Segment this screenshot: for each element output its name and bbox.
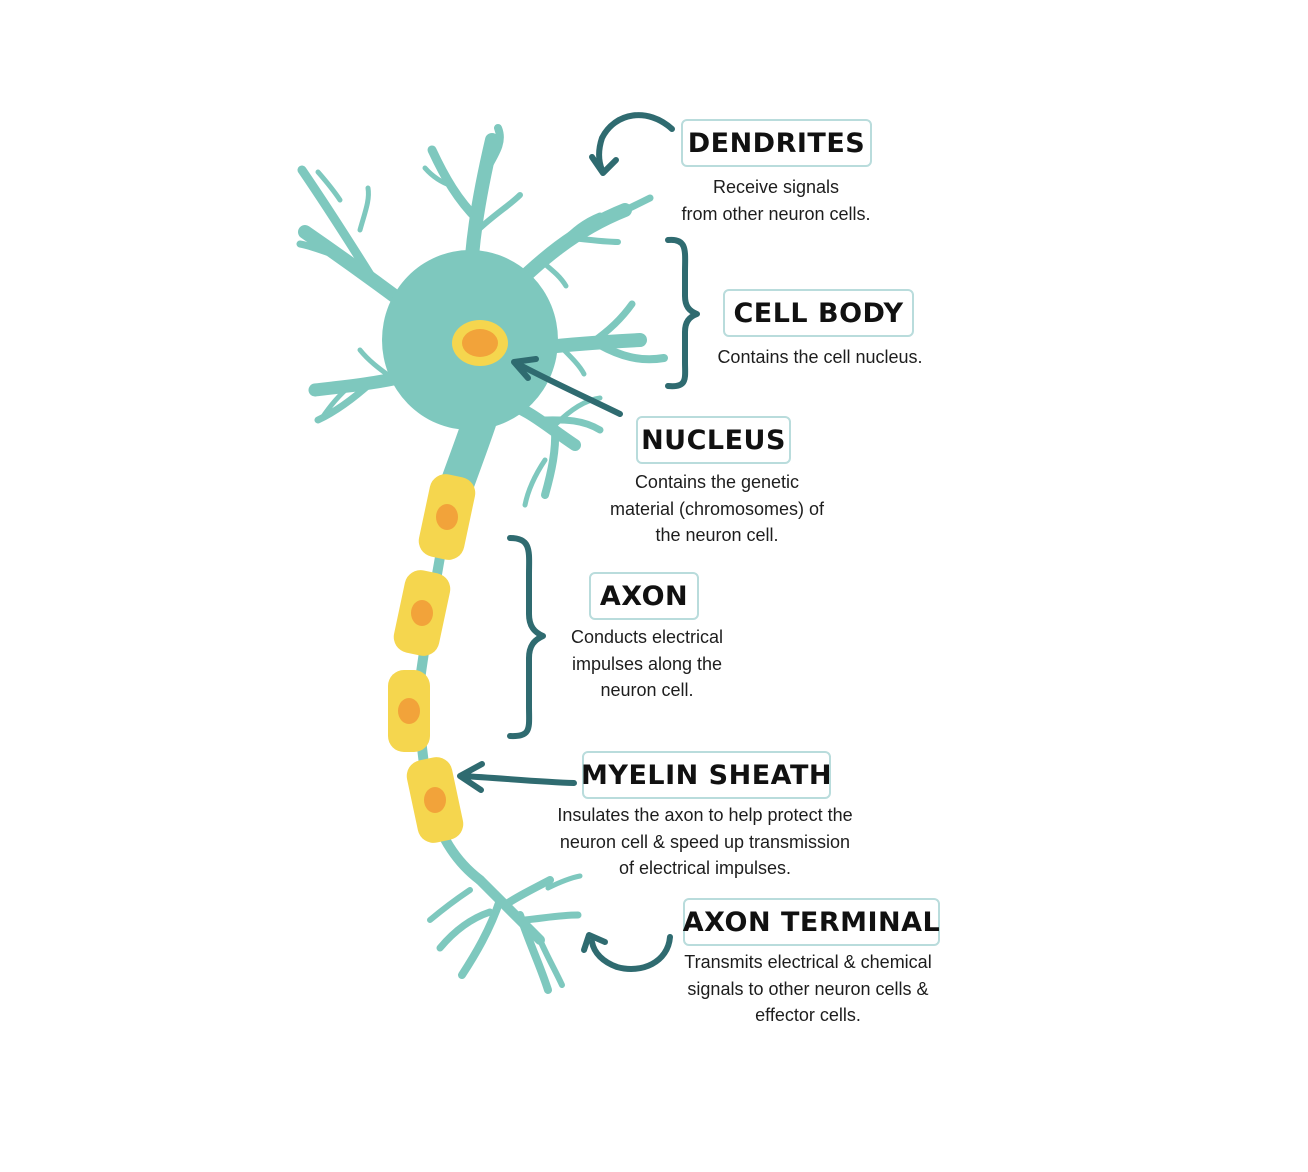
nucleus-arrow (515, 361, 623, 417)
neuron-branch (427, 145, 483, 225)
dendrites-label: DENDRITES (681, 119, 872, 167)
axon-label: AXON (589, 572, 699, 620)
schwann-nucleus (436, 504, 458, 530)
nucleus-description: Contains the genetic material (chromosom… (609, 472, 825, 545)
neuron-branch (569, 235, 621, 245)
cell-body-description: Contains the cell nucleus. (717, 347, 923, 367)
myelin-sheath-arrow (459, 773, 577, 786)
schwann-nucleus (424, 787, 446, 813)
myelin-sheath-description: Insulates the axon to help protect the n… (557, 805, 853, 878)
myelin-sheath-label: MYELIN SHEATH (581, 751, 831, 799)
neuron-branch (586, 300, 636, 348)
neuron-branch (475, 875, 545, 945)
neuron-branch (458, 896, 504, 979)
neuron-branch (541, 426, 560, 499)
axon-terminal-description: Transmits electrical & chemical signals … (684, 952, 932, 1025)
neuron-branch (516, 911, 552, 994)
axon-terminal-arrow (589, 934, 673, 972)
neuron-branch (536, 416, 604, 434)
neuron-branch (422, 165, 455, 189)
neuron-branch (557, 343, 587, 377)
neuron-branch (501, 876, 554, 909)
cell-body-brace (665, 236, 700, 390)
neuron-branch (475, 192, 523, 233)
neuron-branch (596, 341, 668, 364)
neuron-branch (296, 240, 349, 262)
dendrites-arrow-head (589, 154, 619, 176)
neuron-branch (537, 257, 569, 289)
neuron-branch (522, 457, 548, 508)
schwann-nucleus (398, 698, 420, 724)
neuron-branch (556, 212, 604, 249)
myelin-sheath-arrow-head (457, 761, 485, 793)
nucleus-label: NUCLEUS (636, 416, 791, 464)
axon-terminal-arrow-head (581, 932, 608, 953)
neuron-branch (482, 124, 504, 174)
neuron-branch (436, 908, 494, 952)
axon-brace (507, 535, 546, 740)
nucleus-arrow-head (511, 356, 539, 381)
neuron-branch (545, 873, 583, 891)
neuron-branch (552, 395, 603, 428)
pointer-arrows (457, 112, 700, 972)
neuron-branch (586, 194, 654, 229)
schwann-nucleus (411, 600, 433, 626)
neuron-branch (427, 887, 473, 923)
neuron-branch (357, 185, 371, 233)
neuron-branch (297, 165, 377, 283)
nucleus-shape (452, 320, 508, 366)
axon-description: Conducts electrical impulses along the n… (570, 627, 724, 700)
cell-body-label: CELL BODY (723, 289, 914, 337)
myelin-sheath-segments (388, 474, 476, 843)
neuron-branch (319, 383, 353, 421)
neuron-branch (521, 911, 582, 924)
dendrites-arrow (596, 112, 675, 173)
neuron-branch (315, 169, 343, 203)
dendrites-description: Receive signals from other neuron cells. (681, 177, 871, 224)
neuron-branch (537, 937, 565, 988)
axon-terminal-label: AXON TERMINAL (683, 898, 940, 946)
